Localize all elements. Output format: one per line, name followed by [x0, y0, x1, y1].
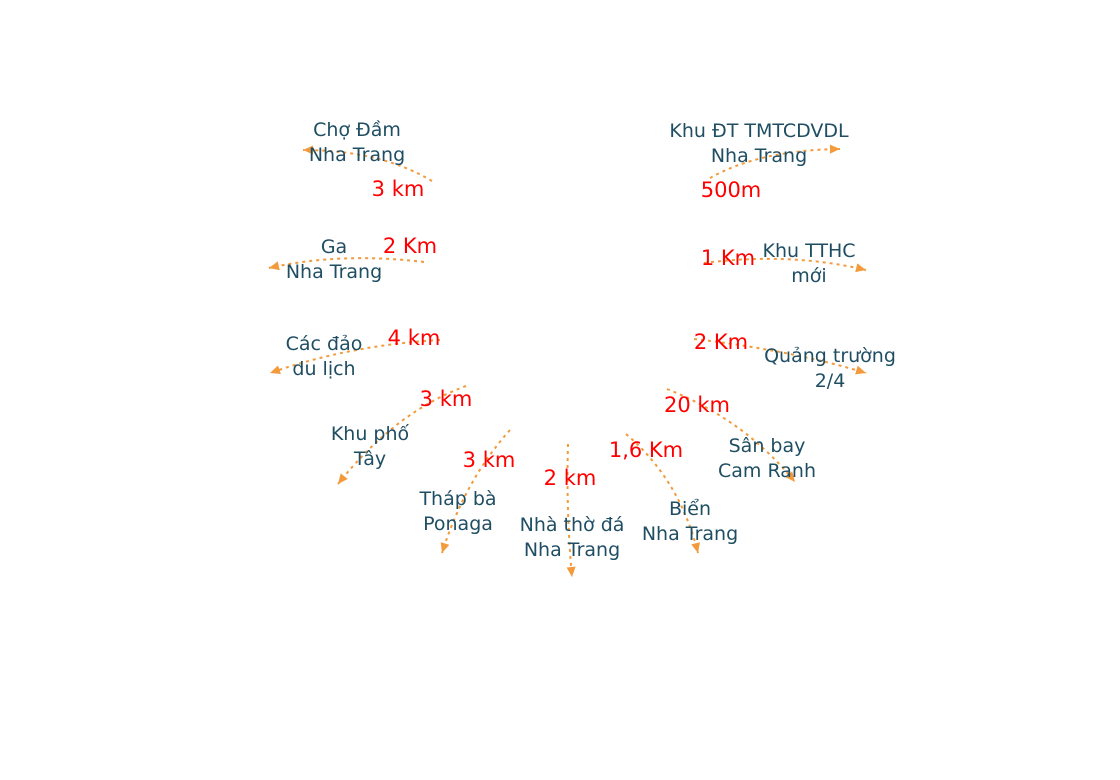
distance-label-quang-truong: 2 Km: [693, 330, 749, 354]
arrowhead-cac-dao: [270, 365, 281, 374]
place-label-cac-dao: Các đảo du lịch: [286, 332, 363, 382]
arrowhead-cho-dam: [303, 145, 313, 155]
arrow-nha-tho-da: [566, 443, 573, 578]
place-label-line: Nha Trang: [641, 523, 739, 545]
place-label-line: Ponaga: [423, 513, 493, 535]
place-label-thap-ba: Tháp bà Ponaga: [419, 487, 496, 537]
place-label-line: du lịch: [292, 358, 356, 380]
arrow-cac-dao: [269, 339, 441, 374]
arrowhead-san-bay: [785, 471, 795, 482]
arrowhead-bien-nha-trang: [691, 542, 700, 553]
place-label-line: Nha Trang: [710, 145, 808, 167]
place-label-line: Nha Trang: [523, 539, 621, 561]
distance-label-cac-dao: 4 km: [387, 326, 441, 350]
place-label-quang-truong: Quảng trường 2/4: [764, 344, 896, 394]
arrowhead-quang-truong: [855, 365, 866, 375]
distance-label-nha-tho-da: 2 km: [543, 466, 597, 490]
arrowhead-khu-dt: [829, 144, 840, 154]
arrowhead-thap-ba: [440, 542, 450, 553]
place-label-line: Nha Trang: [308, 144, 406, 166]
distance-label-khu-dt: 500m: [700, 178, 762, 202]
place-label-line: Sân bay: [728, 435, 806, 457]
distance-label-thap-ba: 3 km: [462, 448, 516, 472]
place-label-line: mới: [791, 265, 827, 287]
place-label-nha-tho-da: Nhà thờ đá Nha Trang: [520, 513, 625, 563]
place-label-line: Quảng trường: [764, 345, 896, 367]
place-label-line: Nha Trang: [285, 261, 383, 283]
arrow-khu-pho-tay: [337, 385, 467, 485]
arrowhead-ga-nha-trang: [269, 261, 280, 271]
distance-label-cho-dam: 3 km: [371, 177, 425, 201]
place-label-line: Ga: [320, 236, 348, 258]
place-label-line: Các đảo: [285, 333, 363, 355]
distance-label-san-bay: 20 km: [663, 393, 731, 417]
distance-label-ga-nha-trang: 2 Km: [382, 234, 438, 258]
place-label-khu-dt: Khu ĐT TMTCDVDL Nha Trang: [669, 119, 848, 169]
arrow-thap-ba: [441, 429, 511, 554]
arrow-quang-truong: [693, 338, 867, 374]
place-label-line: Khu phố: [330, 423, 410, 445]
place-label-line: Khu ĐT TMTCDVDL: [669, 120, 849, 142]
arrow-bien-nha-trang: [625, 433, 699, 554]
distance-label-bien-nha-trang: 1,6 Km: [608, 438, 684, 462]
distance-label-khu-pho-tay: 3 km: [419, 387, 473, 411]
arrowhead-khu-tthc: [855, 263, 866, 273]
place-label-line: Chợ Đầm: [313, 119, 401, 141]
place-label-line: Tháp bà: [419, 488, 497, 510]
arrow-san-bay: [666, 388, 796, 483]
place-label-line: Khu TTHC: [762, 240, 856, 262]
place-label-line: Nhà thờ đá: [519, 514, 625, 536]
place-label-khu-tthc: Khu TTHC mới: [762, 239, 855, 289]
arrowhead-nha-tho-da: [566, 566, 576, 577]
distance-label-khu-tthc: 1 Km: [700, 246, 756, 270]
arrowhead-khu-pho-tay: [338, 473, 348, 484]
place-label-line: 2/4: [814, 370, 846, 392]
place-label-line: Tây: [353, 448, 387, 470]
place-label-line: Biển: [668, 498, 712, 520]
place-label-line: Cam Ranh: [718, 460, 816, 482]
